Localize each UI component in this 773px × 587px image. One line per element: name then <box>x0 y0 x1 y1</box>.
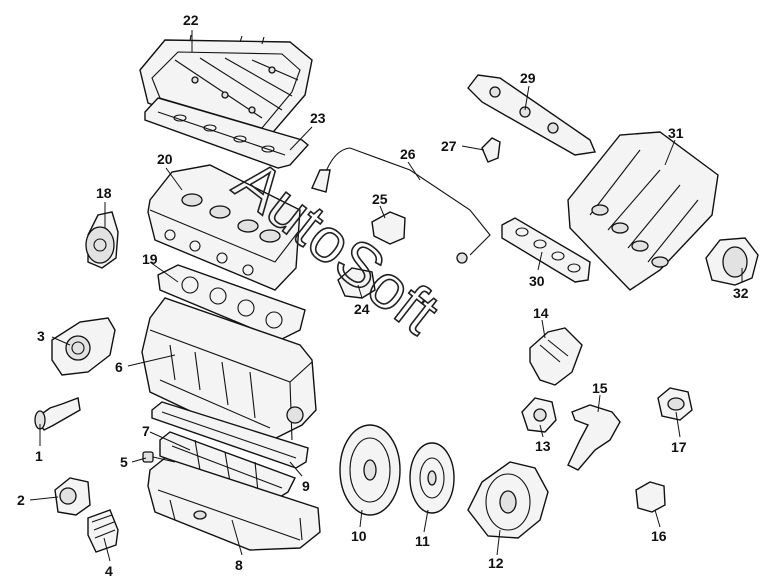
temperature-sensor[interactable] <box>481 137 501 163</box>
leader-lines <box>29 30 743 562</box>
callout-3: 3 <box>37 328 45 344</box>
callout-26: 26 <box>400 146 416 162</box>
throttle-body[interactable] <box>705 237 759 286</box>
callout-11: 11 <box>415 533 430 549</box>
mount-bushing[interactable] <box>657 387 693 421</box>
callout-1: 1 <box>35 448 43 464</box>
drain-bolt[interactable] <box>142 451 176 463</box>
intake-manifold[interactable] <box>567 131 719 291</box>
mounting-bracket[interactable] <box>371 211 406 245</box>
mount-clip[interactable] <box>635 481 666 513</box>
callout-10: 10 <box>351 528 367 544</box>
callout-2: 2 <box>17 492 25 508</box>
callout-32: 32 <box>733 285 749 301</box>
callout-23: 23 <box>310 110 326 126</box>
callout-16: 16 <box>651 528 667 544</box>
oil-filter[interactable] <box>87 509 119 553</box>
pressure-plate[interactable] <box>467 461 549 539</box>
coolant-outlet-elbow[interactable] <box>34 397 81 431</box>
clutch-disc[interactable] <box>409 442 455 514</box>
cylinder-head[interactable] <box>147 164 301 291</box>
callout-30: 30 <box>529 273 545 289</box>
callout-14: 14 <box>533 305 549 321</box>
callout-9: 9 <box>302 478 310 494</box>
callout-17: 17 <box>671 439 687 455</box>
callout-20: 20 <box>157 151 173 167</box>
sensor-cable[interactable] <box>311 147 491 264</box>
callout-13: 13 <box>535 438 551 454</box>
engine-mount-lower[interactable] <box>521 397 557 433</box>
callout-4: 4 <box>105 563 113 579</box>
valve-cover-gasket[interactable] <box>144 97 310 169</box>
flywheel[interactable] <box>339 424 401 516</box>
callout-5: 5 <box>120 454 128 470</box>
engine-mount-bracket[interactable] <box>529 327 583 386</box>
thermostat-housing[interactable] <box>54 477 91 516</box>
callout-19-visible: 19 <box>142 251 158 267</box>
callout-27: 27 <box>441 138 457 154</box>
rear-seal-housing[interactable] <box>51 317 116 376</box>
callout-7: 7 <box>142 423 150 439</box>
callout-15: 15 <box>592 380 608 396</box>
callout-31: 31 <box>668 125 684 141</box>
oil-baffle[interactable] <box>159 431 296 501</box>
sensor-bracket[interactable] <box>337 267 376 299</box>
callout-29: 29 <box>520 70 536 86</box>
engine-block[interactable] <box>141 297 317 446</box>
fuel-rail[interactable] <box>467 74 596 156</box>
callout-8: 8 <box>235 557 243 573</box>
callout-12: 12 <box>488 555 504 571</box>
callout-labels: 22 23 20 18 19 3 6 1 2 4 5 7 8 9 10 11 1… <box>17 12 749 579</box>
support-bracket[interactable] <box>567 404 621 471</box>
oil-pan[interactable] <box>147 457 321 551</box>
head-gasket[interactable] <box>157 264 306 341</box>
callout-22: 22 <box>183 12 199 28</box>
callout-25: 25 <box>372 191 388 207</box>
callout-24: 24 <box>354 301 370 317</box>
oil-pan-gasket[interactable] <box>151 401 309 469</box>
callout-18: 18 <box>96 185 112 201</box>
intake-manifold-gasket[interactable] <box>501 217 591 283</box>
water-pump[interactable] <box>85 211 119 269</box>
callout-6: 6 <box>115 359 123 375</box>
